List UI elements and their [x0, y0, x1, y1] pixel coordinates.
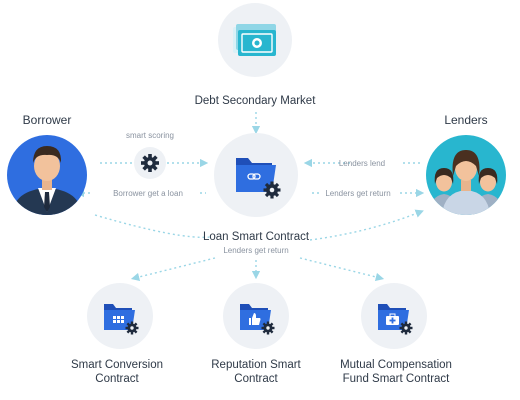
reputation-node: Reputation Smart Contract: [211, 283, 302, 385]
smart-conversion-label-2: Contract: [95, 373, 139, 385]
smart-conversion-node: Smart Conversion Contract: [71, 283, 163, 385]
contract-to-conversion-line: [130, 257, 216, 282]
smart-scoring-label: smart scoring: [126, 131, 174, 140]
contract-to-mutual-line: [299, 257, 385, 282]
smart-scoring-node: smart scoring: [126, 131, 174, 179]
borrower-get-loan-label: Borrower get a loan: [113, 189, 183, 198]
debt-market-label: Debt Secondary Market: [195, 95, 317, 107]
folder-grid-gear-icon: [104, 304, 139, 335]
borrower-to-bottom-line: [94, 214, 211, 239]
gear-icon: [141, 154, 159, 172]
smart-conversion-label-1: Smart Conversion: [71, 359, 163, 371]
mutual-compensation-node: Mutual Compensation Fund Smart Contract: [340, 283, 452, 385]
lenders-lend-label: Lenders lend: [339, 159, 385, 168]
loan-contract-node: Loan Smart Contract Lenders get return: [203, 133, 310, 255]
folder-link-gear-icon: [236, 158, 281, 199]
lenders-get-return-bottom-label: Lenders get return: [223, 246, 288, 255]
borrower-node: Borrower: [7, 113, 87, 215]
bottom-to-lenders-line: [309, 209, 424, 241]
folder-thumbsup-gear-icon: [240, 304, 275, 335]
reputation-label-2: Contract: [234, 373, 278, 385]
reputation-label-1: Reputation Smart: [211, 359, 301, 371]
banknote-icon: [233, 24, 276, 56]
lenders-label: Lenders: [444, 113, 487, 127]
businessman-avatar: [12, 146, 82, 215]
loan-contract-label: Loan Smart Contract: [203, 231, 310, 243]
debt-market-node: Debt Secondary Market: [195, 3, 317, 107]
connector-lines: [75, 112, 425, 282]
lenders-get-return-top-label: Lenders get return: [325, 189, 390, 198]
folder-medkit-gear-icon: [378, 304, 413, 335]
lenders-node: Lenders: [426, 113, 506, 215]
mutual-compensation-label-1: Mutual Compensation: [340, 359, 452, 371]
borrower-label: Borrower: [23, 113, 72, 127]
mutual-compensation-label-2: Fund Smart Contract: [343, 373, 451, 385]
